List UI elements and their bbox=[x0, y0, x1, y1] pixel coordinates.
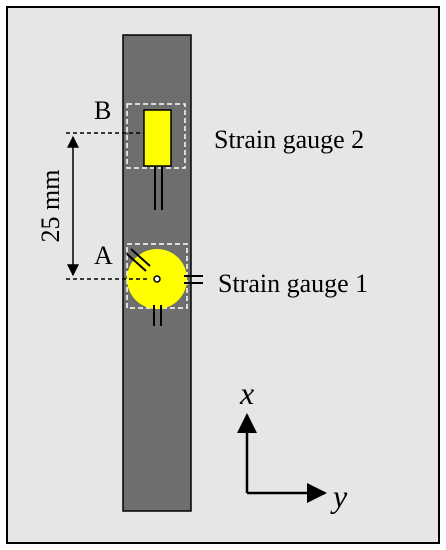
gauge-2-element bbox=[143, 109, 172, 167]
gauge-1-lead-diagonal-2 bbox=[130, 248, 151, 267]
point-a-label: A bbox=[94, 241, 113, 270]
strain-gauge-2 bbox=[126, 103, 186, 210]
strain-gauge-2-label: Strain gauge 2 bbox=[214, 125, 364, 154]
gauge-2-dashed-box bbox=[126, 103, 186, 169]
dimension-25mm: 25 mm bbox=[36, 132, 150, 280]
gauge-1-lead-diagonal-1 bbox=[126, 253, 147, 272]
point-b-label: B bbox=[94, 96, 111, 125]
strain-gauge-1-label: Strain gauge 1 bbox=[218, 269, 368, 298]
dimension-label: 25 mm bbox=[36, 170, 65, 243]
strain-gauge-1 bbox=[126, 243, 203, 326]
coordinate-axes: x y bbox=[237, 375, 348, 514]
diagram-background bbox=[6, 6, 440, 544]
axis-x-label: x bbox=[239, 375, 254, 411]
gauge-1-center-hole bbox=[153, 275, 161, 283]
axis-y-label: y bbox=[330, 478, 348, 514]
